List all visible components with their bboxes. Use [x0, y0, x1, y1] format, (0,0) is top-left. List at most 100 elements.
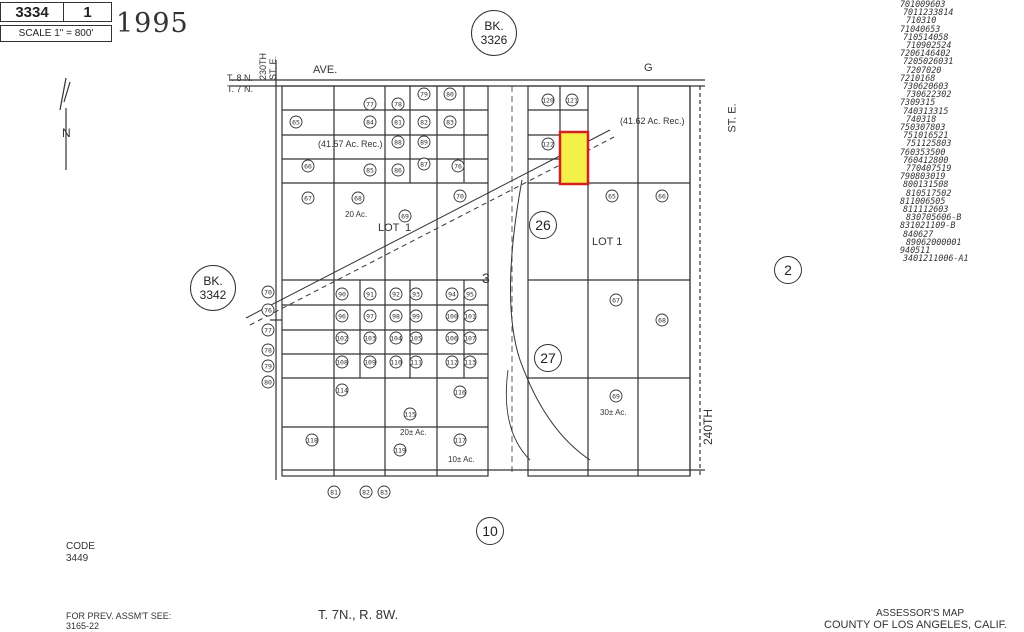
- parcel-circle[interactable]: [391, 97, 405, 111]
- handwritten-ref: 740318: [906, 113, 937, 124]
- parcel-circle[interactable]: [363, 355, 377, 369]
- parcel-circle[interactable]: [335, 287, 349, 301]
- parcel-circle[interactable]: [377, 485, 391, 499]
- parcel-circle[interactable]: [417, 157, 431, 171]
- handwritten-ref: 7309315: [900, 97, 936, 108]
- adjacent-book-west-prefix: BK.: [203, 274, 223, 288]
- section-10-label: 10: [482, 523, 498, 539]
- parcel-circle[interactable]: [305, 433, 319, 447]
- parcel-number: 114: [336, 387, 348, 395]
- parcel-circle[interactable]: [541, 93, 555, 107]
- parcel-circle[interactable]: [398, 209, 412, 223]
- area-30: 30± Ac.: [600, 408, 627, 417]
- parcel-number: 99: [412, 313, 420, 321]
- parcel-number: 67: [612, 297, 620, 305]
- parcel-circle[interactable]: [351, 191, 365, 205]
- parcel-number: 78: [264, 347, 272, 355]
- book-number: 3334: [15, 3, 49, 21]
- parcel-circle[interactable]: [409, 287, 423, 301]
- parcel-circle[interactable]: [391, 115, 405, 129]
- parcel-circle[interactable]: [463, 331, 477, 345]
- parcel-circle[interactable]: [655, 189, 669, 203]
- parcel-circle[interactable]: [445, 309, 459, 323]
- parcel-circle[interactable]: [409, 309, 423, 323]
- handwritten-ref: 7210168: [900, 72, 936, 83]
- parcel-circle[interactable]: [363, 115, 377, 129]
- parcel-number: 88: [394, 139, 402, 147]
- parcel-circle[interactable]: [363, 309, 377, 323]
- parcel-number: 117: [454, 437, 466, 445]
- parcel-circle[interactable]: [409, 355, 423, 369]
- parcel-number: 103: [364, 335, 376, 343]
- street-240th: 240TH: [701, 408, 716, 446]
- parcel-circle[interactable]: [335, 383, 349, 397]
- parcel-circle[interactable]: [409, 331, 423, 345]
- handwritten-ref: 811006505: [900, 195, 946, 206]
- parcel-circle[interactable]: [363, 287, 377, 301]
- parcel-circle[interactable]: [403, 407, 417, 421]
- section-27: 27: [534, 344, 562, 372]
- parcel-circle[interactable]: [605, 189, 619, 203]
- lot-right-label: LOT 1: [592, 236, 623, 248]
- parcel-circle[interactable]: [389, 355, 403, 369]
- adjacent-book-west[interactable]: BK. 3342: [190, 265, 236, 311]
- parcel-circle[interactable]: [335, 331, 349, 345]
- parcel-circle[interactable]: [359, 485, 373, 499]
- parcel-circle[interactable]: [261, 343, 275, 357]
- parcel-circle[interactable]: [609, 293, 623, 307]
- section-26: 26: [529, 211, 557, 239]
- parcel-circle[interactable]: [389, 287, 403, 301]
- parcel-circle[interactable]: [261, 285, 275, 299]
- parcel-circle[interactable]: [391, 135, 405, 149]
- parcel-circle[interactable]: [417, 115, 431, 129]
- handwritten-ref: 740313315: [903, 105, 949, 116]
- parcel-circle[interactable]: [261, 359, 275, 373]
- parcel-circle[interactable]: [445, 355, 459, 369]
- county-label: COUNTY OF LOS ANGELES, CALIF.: [824, 619, 1008, 631]
- parcel-circle[interactable]: [335, 355, 349, 369]
- parcel-circle[interactable]: [301, 191, 315, 205]
- parcel-circle[interactable]: [453, 385, 467, 399]
- street-230th: 230TH: [258, 52, 268, 80]
- parcel-circle[interactable]: [565, 93, 579, 107]
- adjacent-book-north[interactable]: BK. 3326: [471, 10, 517, 56]
- parcel-circle[interactable]: [463, 355, 477, 369]
- parcel-circle[interactable]: [443, 115, 457, 129]
- parcel-circle[interactable]: [453, 433, 467, 447]
- parcel-circle[interactable]: [463, 287, 477, 301]
- handwritten-ref: 940511: [900, 245, 931, 256]
- parcel-circle[interactable]: [445, 287, 459, 301]
- parcel-circle[interactable]: [289, 115, 303, 129]
- parcel-circle[interactable]: [261, 323, 275, 337]
- parcel-number: 93: [412, 291, 420, 299]
- handwritten-ref: 710514058: [903, 31, 949, 42]
- parcel-circle[interactable]: [363, 97, 377, 111]
- parcel-circle[interactable]: [609, 389, 623, 403]
- parcel-circle[interactable]: [393, 443, 407, 457]
- parcel-circle[interactable]: [463, 309, 477, 323]
- parcel-circle[interactable]: [453, 189, 467, 203]
- parcel-circle[interactable]: [417, 135, 431, 149]
- parcel-circle[interactable]: [363, 331, 377, 345]
- parcel-circle[interactable]: [655, 313, 669, 327]
- parcel-number: 94: [448, 291, 456, 299]
- parcel-circle[interactable]: [335, 309, 349, 323]
- parcel-circle[interactable]: [363, 163, 377, 177]
- parcel-number: 105: [410, 335, 422, 343]
- parcel-circle[interactable]: [443, 87, 457, 101]
- parcel-circle[interactable]: [389, 309, 403, 323]
- parcel-circle[interactable]: [301, 159, 315, 173]
- parcel-circle[interactable]: [451, 159, 465, 173]
- parcel-circle[interactable]: [261, 375, 275, 389]
- section-10: 10: [476, 517, 504, 545]
- parcel-circle[interactable]: [261, 303, 275, 317]
- area-rec-right: (41.62 Ac. Rec.): [620, 116, 685, 126]
- parcel-circle[interactable]: [327, 485, 341, 499]
- parcel-circle[interactable]: [541, 137, 555, 151]
- handwritten-ref: 840627: [903, 228, 934, 239]
- parcel-number: 113: [464, 359, 476, 367]
- parcel-circle[interactable]: [417, 87, 431, 101]
- parcel-circle[interactable]: [391, 163, 405, 177]
- parcel-circle[interactable]: [445, 331, 459, 345]
- parcel-circle[interactable]: [389, 331, 403, 345]
